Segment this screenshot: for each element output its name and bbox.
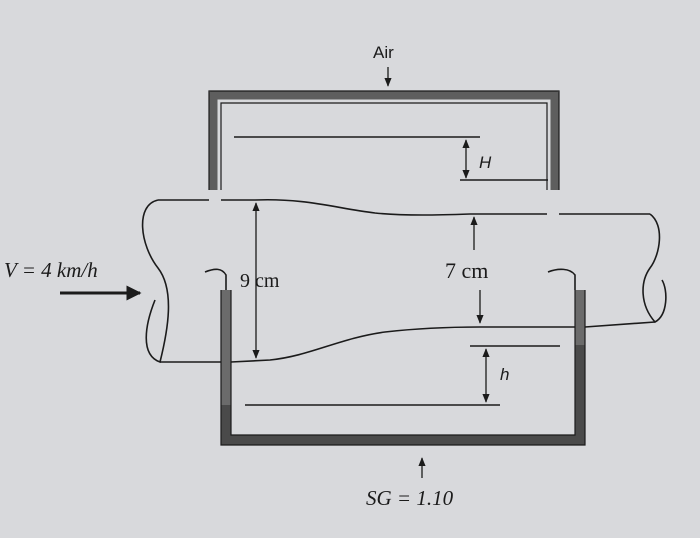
pipe-left-end (141, 199, 170, 364)
upper-manometer-tube (208, 90, 560, 190)
lower-manometer-fluid (221, 345, 585, 445)
upper-manometer-inner (220, 102, 548, 190)
air-label: Air (373, 43, 394, 62)
pipe-top-wall (158, 198, 650, 216)
lower-manometer-tube (221, 290, 585, 445)
pipe-right-end (642, 213, 667, 324)
diameter-9cm-label: 9 cm (240, 270, 280, 292)
height-h-label: h (500, 365, 509, 384)
left-tap-hook (204, 268, 227, 290)
height-H-label: H (479, 153, 492, 172)
pipe-bottom-wall (160, 321, 656, 363)
velocity-label: V = 4 km/h (4, 258, 98, 282)
specific-gravity-label: SG = 1.10 (366, 486, 454, 510)
right-tap-hook (547, 268, 576, 290)
diameter-7cm-label: 7 cm (445, 258, 488, 283)
